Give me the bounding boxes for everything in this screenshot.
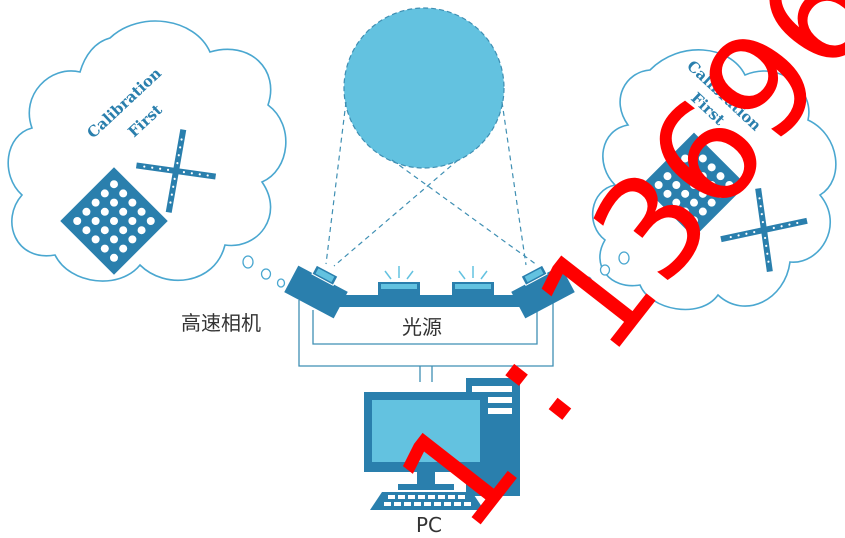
camera-left — [284, 264, 348, 319]
light-source-left — [378, 266, 420, 296]
thought-bubbles-right — [583, 251, 630, 286]
cross-calibration-target-left — [135, 129, 217, 213]
thought-cloud-right: Calibration First — [583, 49, 837, 311]
rig-base-bar — [336, 295, 522, 307]
camera-view-lines — [325, 101, 538, 267]
measured-sphere — [343, 7, 505, 169]
pc-label: PC — [416, 513, 442, 537]
dot-grid-calibration-board-left — [60, 167, 168, 275]
camera-rig — [284, 264, 575, 319]
thought-cloud-left: Calibration First — [7, 20, 287, 288]
cross-calibration-target-right — [720, 187, 808, 273]
pc-computer — [364, 378, 520, 510]
pc-keyboard — [370, 492, 484, 510]
thought-bubbles-left — [242, 255, 286, 288]
cloud-outline-left — [7, 20, 287, 282]
light-source-right — [452, 266, 494, 296]
connection-cables — [298, 300, 554, 382]
light-source-label: 光源 — [402, 315, 442, 339]
camera-right — [511, 264, 575, 319]
pc-monitor — [364, 392, 488, 490]
camera-label: 高速相机 — [181, 311, 261, 335]
